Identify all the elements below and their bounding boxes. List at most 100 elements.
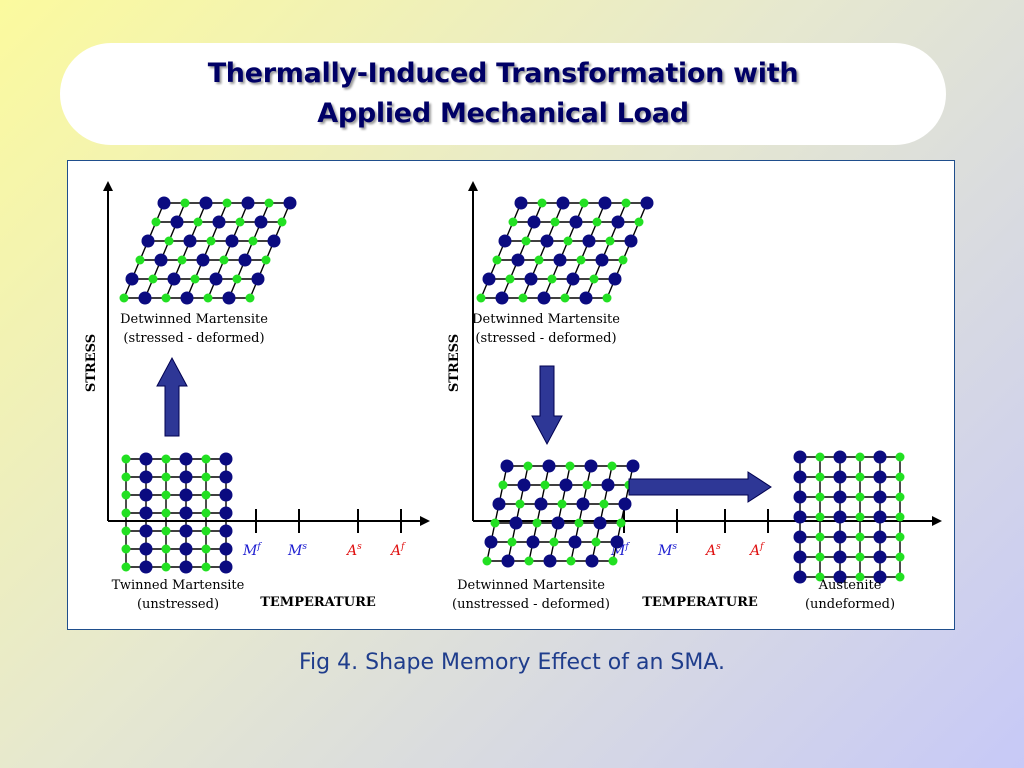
atom-dark: [219, 470, 233, 484]
atom-dark: [170, 215, 184, 229]
atom-dark: [595, 253, 609, 267]
atom-light: [121, 472, 131, 482]
atom-dark: [793, 570, 807, 584]
atom-dark: [585, 554, 599, 568]
atom-light: [532, 518, 542, 528]
atom-light: [895, 512, 905, 522]
atom-light: [524, 556, 534, 566]
atom-dark: [542, 459, 556, 473]
atom-dark: [196, 253, 210, 267]
atom-dark: [219, 488, 233, 502]
atom-light: [815, 452, 825, 462]
left-axes: [103, 181, 430, 533]
atom-light: [261, 255, 271, 265]
atom-dark: [212, 215, 226, 229]
atom-dark: [139, 506, 153, 520]
twinned-martensite-lattice: [121, 452, 233, 574]
atom-light: [815, 472, 825, 482]
right-tick-ms: Ms: [657, 542, 677, 559]
atom-light: [895, 492, 905, 502]
atom-dark: [579, 291, 593, 305]
atom-dark: [219, 560, 233, 574]
atom-dark: [179, 524, 193, 538]
atom-dark: [139, 542, 153, 556]
load-up-arrow-icon: [156, 356, 188, 437]
atom-light: [634, 217, 644, 227]
left-tick-ms: Ms: [287, 542, 307, 559]
atom-light: [121, 490, 131, 500]
right-temp-ticks: Mf Ms As Af: [610, 542, 765, 559]
right-bottom-state-line1: Detwinned Martensite: [457, 578, 605, 593]
atom-dark: [833, 450, 847, 464]
atom-light: [248, 236, 258, 246]
atom-light: [591, 537, 601, 547]
title-banner: Thermally-Induced Transformation with Ap…: [60, 43, 946, 145]
atom-dark: [241, 196, 255, 210]
right-top-state-line1: Detwinned Martensite: [472, 312, 620, 327]
atom-dark: [626, 459, 640, 473]
atom-light: [855, 512, 865, 522]
atom-dark: [873, 490, 887, 504]
atom-dark: [283, 196, 297, 210]
atom-light: [618, 255, 628, 265]
atom-dark: [495, 291, 509, 305]
atom-dark: [833, 550, 847, 564]
atom-light: [895, 452, 905, 462]
atom-dark: [138, 291, 152, 305]
atom-dark: [582, 234, 596, 248]
atom-light: [563, 236, 573, 246]
atom-light: [815, 532, 825, 542]
atom-light: [895, 572, 905, 582]
atom-dark: [611, 215, 625, 229]
atom-dark: [624, 234, 638, 248]
atom-dark: [139, 488, 153, 502]
atom-dark: [219, 506, 233, 520]
title-line-1: Thermally-Induced Transformation with: [207, 58, 799, 89]
atom-light: [560, 293, 570, 303]
right-y-axis-label: STRESS: [447, 334, 462, 392]
right-x-axis-label: TEMPERATURE: [642, 595, 758, 610]
atom-dark: [534, 497, 548, 511]
atom-dark: [209, 272, 223, 286]
detwinned-martensite-lattice-stressed: [476, 196, 654, 305]
atom-dark: [179, 470, 193, 484]
atom-light: [855, 452, 865, 462]
atom-light: [161, 508, 171, 518]
atom-dark: [610, 535, 624, 549]
atom-light: [121, 526, 131, 536]
atom-dark: [833, 490, 847, 504]
atom-dark: [601, 478, 615, 492]
atom-light: [523, 461, 533, 471]
atom-dark: [251, 272, 265, 286]
atom-light: [895, 532, 905, 542]
austenite-state-line2: (undeformed): [805, 597, 895, 612]
left-x-axis-label: TEMPERATURE: [260, 595, 376, 610]
atom-dark: [873, 470, 887, 484]
atom-dark: [219, 524, 233, 538]
atom-dark: [640, 196, 654, 210]
atom-light: [815, 552, 825, 562]
atom-light: [201, 490, 211, 500]
atom-dark: [873, 570, 887, 584]
left-tick-mf: Mf: [242, 542, 262, 559]
atom-light: [895, 472, 905, 482]
atom-light: [579, 198, 589, 208]
atom-dark: [484, 535, 498, 549]
atom-light: [201, 472, 211, 482]
atom-light: [245, 293, 255, 303]
atom-light: [815, 572, 825, 582]
atom-dark: [500, 459, 514, 473]
atom-dark: [238, 253, 252, 267]
atom-light: [232, 274, 242, 284]
atom-dark: [509, 516, 523, 530]
atom-dark: [524, 272, 538, 286]
atom-dark: [556, 196, 570, 210]
atom-dark: [183, 234, 197, 248]
left-bottom-state-line1: Twinned Martensite: [112, 578, 245, 593]
atom-dark: [219, 452, 233, 466]
right-axes: [468, 181, 942, 533]
atom-dark: [139, 452, 153, 466]
atom-light: [201, 508, 211, 518]
left-top-state-line2: (stressed - deformed): [123, 331, 264, 346]
atom-light: [557, 499, 567, 509]
